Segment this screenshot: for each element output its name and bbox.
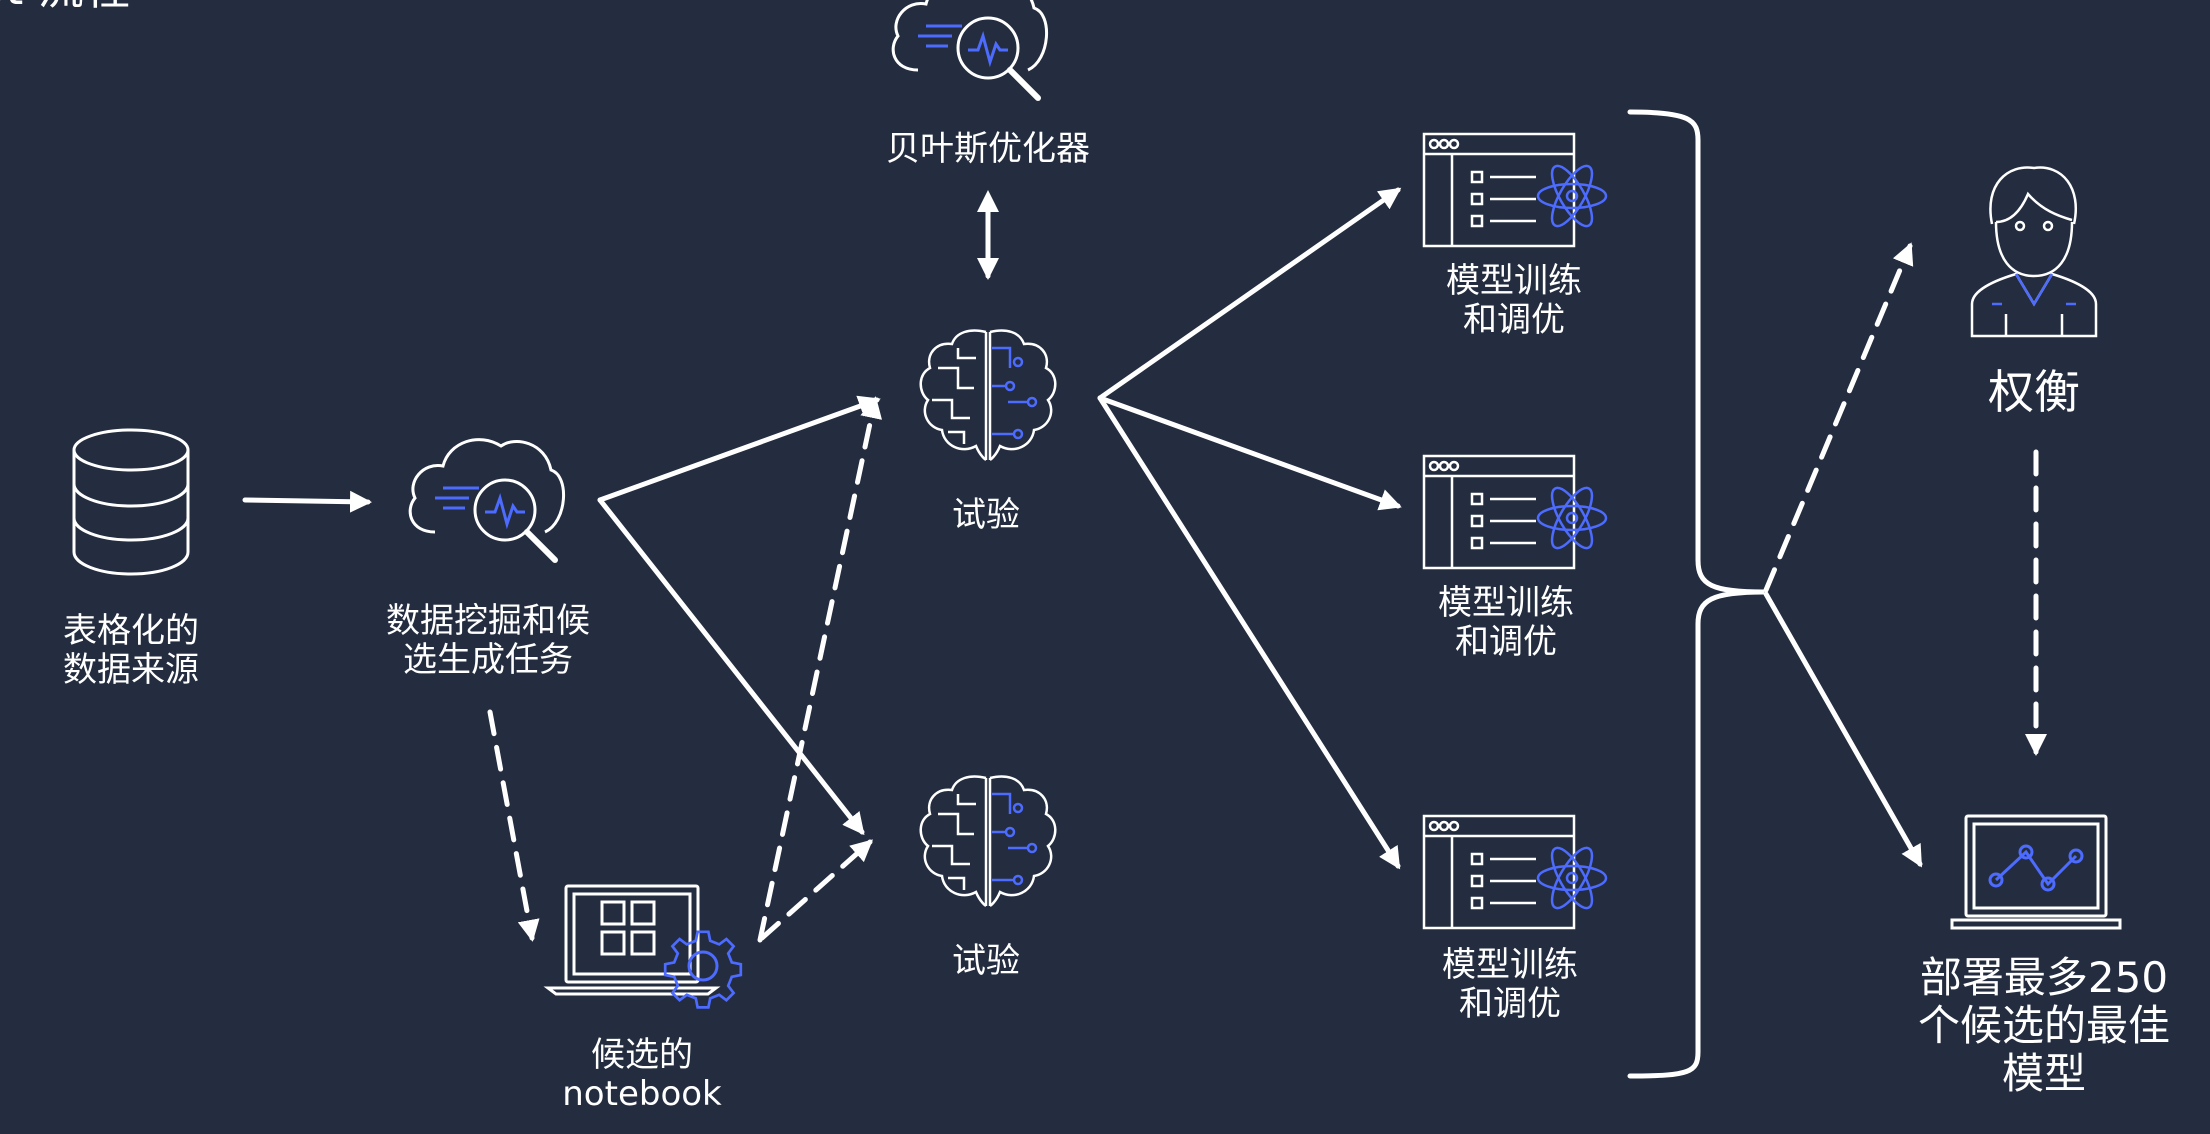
arrow-brace-to-deploy (1763, 591, 1923, 868)
arrow-notebook-to-trial-1 (757, 396, 883, 943)
label-train-2: 模型训练 和调优 (1438, 583, 1574, 662)
label-train-3: 模型训练 和调优 (1442, 945, 1578, 1024)
arrow-mining-to-notebook (487, 709, 540, 942)
label-trial-1: 试验 (952, 495, 1020, 535)
grouping-brace (1627, 109, 1765, 1079)
cloud-analysis-icon-bayes (891, 0, 1048, 101)
arrow-brace-to-tradeoff (1763, 242, 1914, 593)
database-icon (72, 428, 190, 576)
label-mining: 数据挖掘和候 选生成任务 (386, 601, 590, 680)
arrow-source-to-mining (242, 490, 372, 513)
laptop-gear-icon (543, 884, 743, 1009)
label-data-source: 表格化的 数据来源 (63, 611, 199, 690)
label-trial-2: 试验 (952, 941, 1020, 981)
arrow-mining-to-trial-1 (597, 395, 881, 503)
ml-window-atom-icon-2 (1422, 454, 1608, 570)
connectors (242, 187, 2047, 943)
ml-window-atom-icon-3 (1422, 814, 1608, 930)
arrow-mining-to-trial-2 (597, 497, 865, 836)
label-notebook: 候选的 notebook (562, 1035, 722, 1114)
arrow-trial-to-train-3 (1097, 395, 1401, 870)
arrow-trial-to-train-2 (1097, 395, 1402, 511)
cloud-analysis-icon-mining (408, 438, 565, 563)
label-deploy: 部署最多250 个候选的最佳 模型 (1917, 953, 2171, 1098)
page-title-fragment: AutoPilot 流程 (0, 0, 130, 15)
label-bayes: 贝叶斯优化器 (886, 129, 1090, 169)
label-train-1: 模型训练 和调优 (1446, 261, 1582, 340)
user-avatar-icon (1970, 166, 2098, 338)
brain-circuit-icon-trial-2 (919, 775, 1057, 908)
arrow-notebook-to-trial-2 (759, 839, 873, 941)
laptop-chart-icon (1950, 814, 2122, 930)
ml-window-atom-icon-1 (1422, 132, 1608, 248)
arrow-trial-to-train-1 (1097, 187, 1402, 401)
brain-circuit-icon-trial-1 (919, 329, 1057, 462)
label-tradeoff: 权衡 (1988, 365, 2080, 419)
